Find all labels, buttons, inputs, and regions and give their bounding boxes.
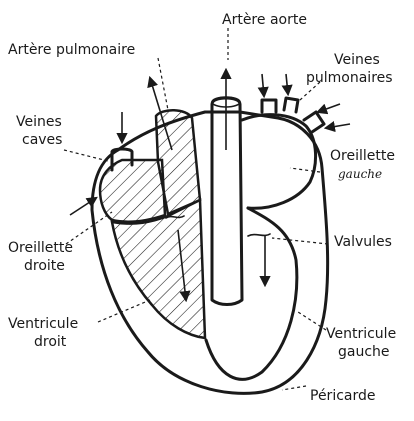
right-atrium bbox=[100, 160, 165, 222]
aorta-vessel bbox=[212, 98, 242, 305]
left-ventricle bbox=[206, 208, 297, 379]
pulmonary-vein-arrow-4 bbox=[326, 124, 350, 128]
label-left-ventricle-2: gauche bbox=[338, 344, 390, 360]
valves-leader bbox=[272, 238, 328, 244]
label-right-atrium-1: Oreillette bbox=[8, 240, 73, 256]
label-left-atrium-1: Oreillette bbox=[330, 148, 395, 164]
label-left-atrium-2: gauche bbox=[338, 167, 382, 181]
label-left-ventricle-1: Ventricule bbox=[326, 326, 396, 342]
pulmonary-vein-arrow-3 bbox=[318, 104, 340, 112]
label-pulmonary-veins-2: pulmonaires bbox=[306, 70, 393, 86]
vena-cava-leader bbox=[64, 150, 112, 162]
label-pulmonary-veins-1: Veines bbox=[334, 52, 380, 68]
label-vena-cava-2: caves bbox=[22, 132, 62, 148]
label-valves: Valvules bbox=[334, 234, 392, 250]
label-pericardium: Péricarde bbox=[310, 388, 376, 404]
label-pulmonary-artery: Artère pulmonaire bbox=[8, 42, 135, 58]
pulmonary-vein-arrow-2 bbox=[286, 74, 288, 94]
pulmonary-vein-arrow-1 bbox=[262, 74, 264, 96]
label-vena-cava-1: Veines bbox=[16, 114, 62, 130]
pericardium-leader bbox=[282, 386, 306, 390]
pulmonary-artery-leader bbox=[158, 58, 168, 110]
label-right-ventricle-1: Ventricule bbox=[8, 316, 78, 332]
label-aorta: Artère aorte bbox=[222, 12, 307, 28]
left-atrium bbox=[242, 115, 316, 209]
label-right-ventricle-2: droit bbox=[34, 334, 67, 350]
label-right-atrium-2: droite bbox=[24, 258, 65, 274]
